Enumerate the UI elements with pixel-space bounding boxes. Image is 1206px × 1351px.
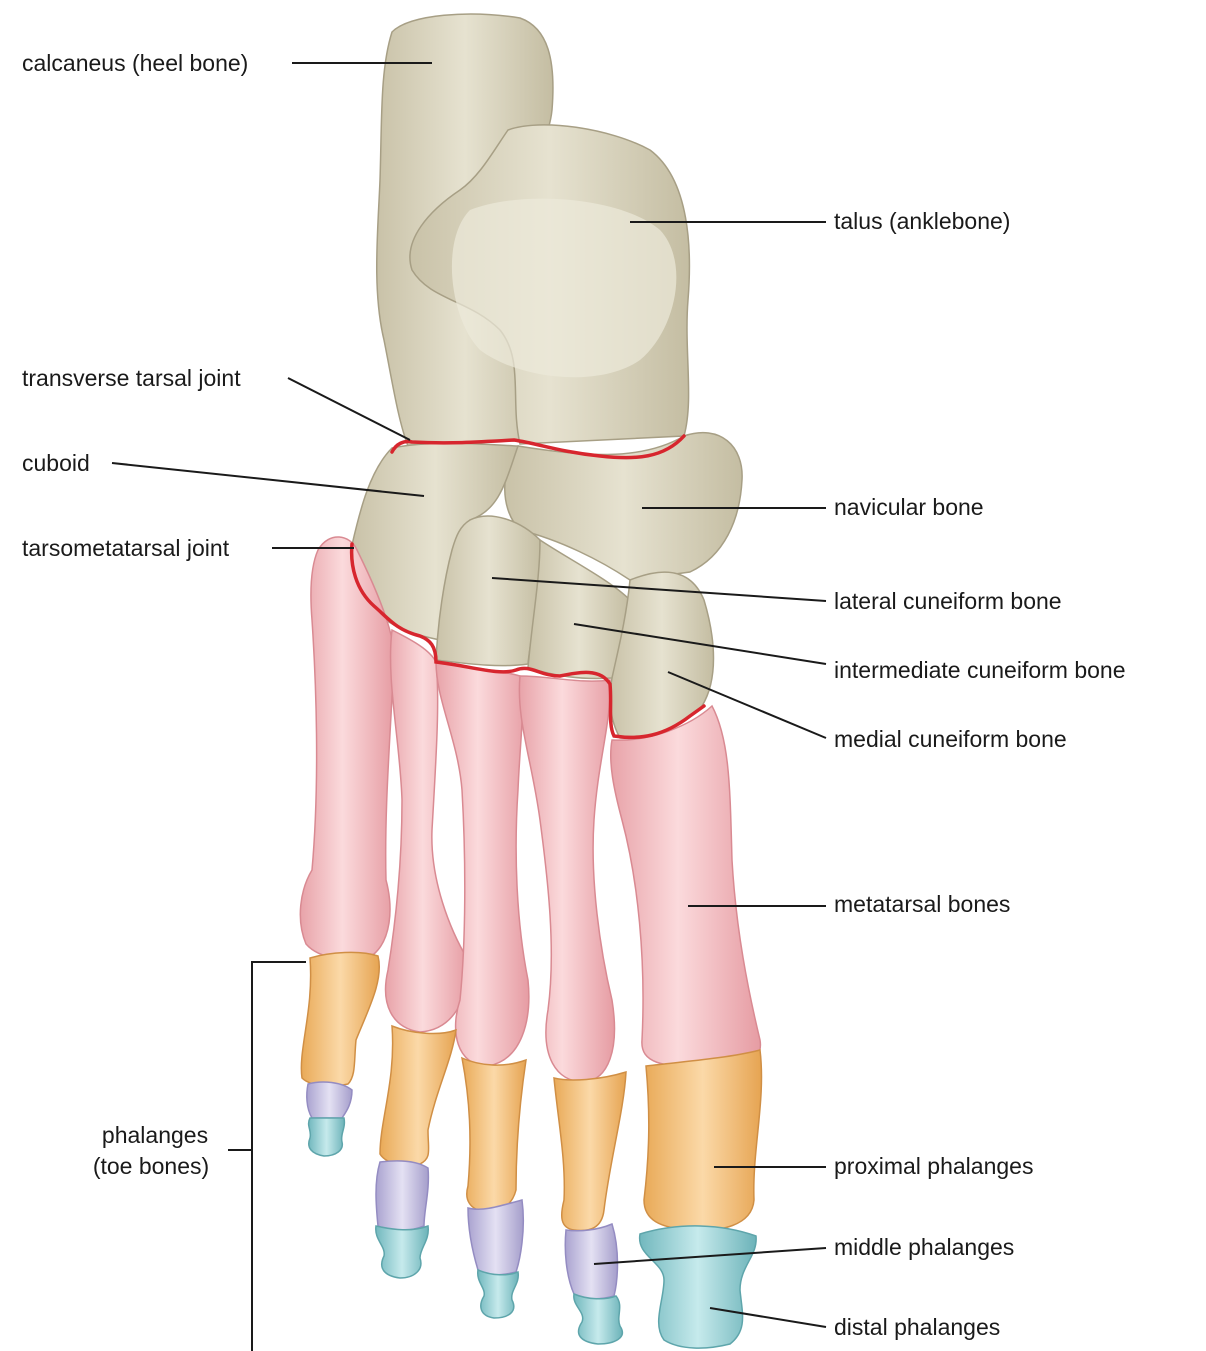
proximal-phalanx-1 [644,1050,762,1230]
distal-phalanx-1 [640,1226,757,1348]
distal-phalanx-5 [309,1118,345,1156]
tarsal-bones [352,14,742,738]
middle-phalanx-2 [565,1224,617,1299]
distal-phalanx-4 [376,1226,428,1278]
distal-phalanx-3 [478,1270,519,1318]
leader-transverse-tarsal-joint [288,378,410,440]
talus-head-shading [452,199,676,378]
label-transverse-tarsal-joint: transverse tarsal joint [22,364,241,392]
label-cuboid: cuboid [22,449,90,477]
label-metatarsals: metatarsal bones [834,890,1010,918]
label-toe-bones: (toe bones) [66,1152,236,1180]
label-talus: talus (anklebone) [834,207,1010,235]
label-medial-cuneiform: medial cuneiform bone [834,725,1067,753]
label-phalanges: phalanges [70,1121,240,1149]
proximal-phalanx-2 [554,1072,626,1230]
label-calcaneus: calcaneus (heel bone) [22,49,248,77]
proximal-phalanx-4 [380,1026,456,1165]
label-lateral-cuneiform: lateral cuneiform bone [834,587,1062,615]
metatarsal-1 [611,706,761,1068]
label-middle-phalanges: middle phalanges [834,1233,1014,1261]
phalanges-bracket [252,962,306,1351]
middle-phalanx-3 [468,1200,523,1275]
label-navicular: navicular bone [834,493,984,521]
label-tarsometatarsal-joint: tarsometatarsal joint [22,534,229,562]
label-distal-phalanges: distal phalanges [834,1313,1000,1341]
distal-phalanx-2 [574,1294,623,1344]
proximal-phalanx-3 [462,1058,526,1212]
label-intermediate-cuneiform: intermediate cuneiform bone [834,656,1126,684]
label-proximal-phalanges: proximal phalanges [834,1152,1033,1180]
middle-phalanx-4 [376,1161,428,1231]
metatarsal-2 [519,676,614,1082]
middle-phalanx-5 [307,1082,352,1118]
metatarsal-5 [300,537,394,959]
proximal-phalanx-5 [301,952,379,1086]
